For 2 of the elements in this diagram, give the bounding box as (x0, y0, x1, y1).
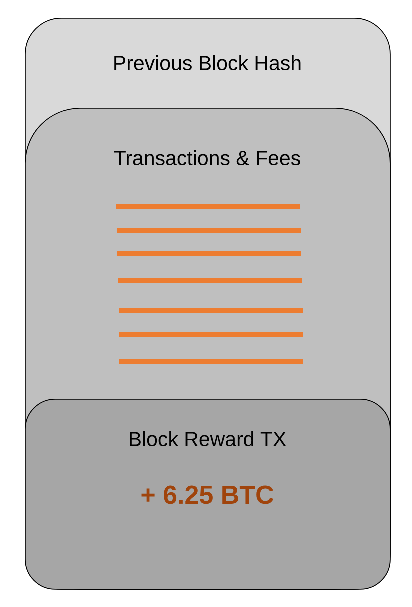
rounded-box: Block Reward TX + 6.25 BTC (25, 399, 391, 590)
amount-text: + 6.25 BTC (142, 486, 274, 504)
